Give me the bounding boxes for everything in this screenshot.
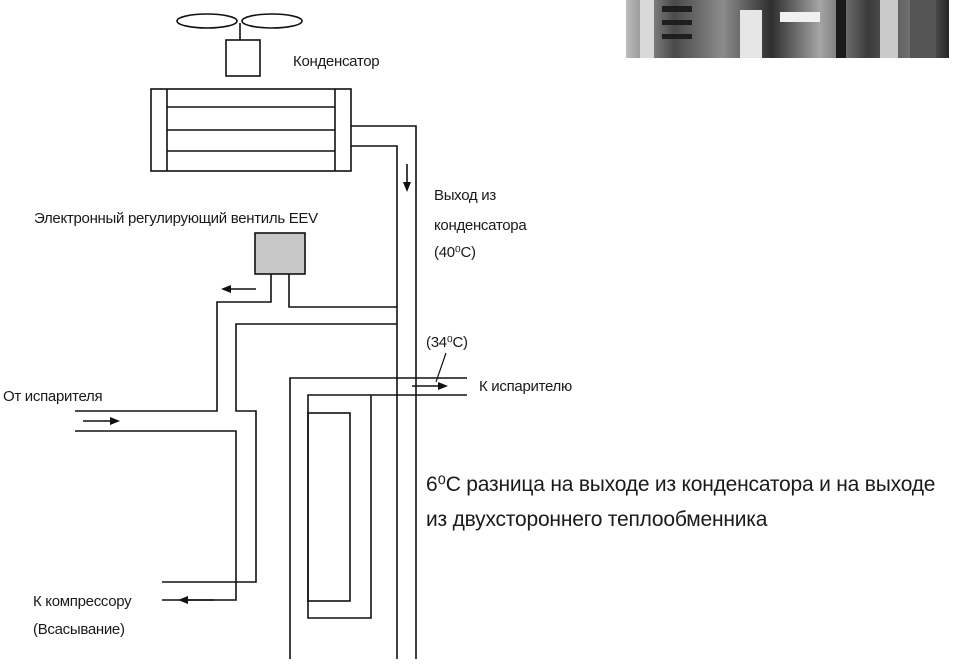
he-outlet-temp: (34⁰C) bbox=[426, 334, 468, 351]
eev-bypass-pipe bbox=[75, 274, 397, 600]
to-compressor-label-2: (Всасывание) bbox=[33, 621, 125, 638]
flow-arrow-left-to-compressor bbox=[178, 596, 214, 604]
note-line-1: 6⁰С разница на выходе из конденсатора и … bbox=[426, 473, 935, 496]
condenser-outlet-label-1: Выход из bbox=[434, 187, 496, 204]
condenser-outlet-temp: (40⁰C) bbox=[434, 244, 476, 261]
equipment-photo bbox=[626, 0, 949, 58]
flow-arrow-down bbox=[403, 164, 411, 192]
note-line-2: из двухстороннего теплообменника bbox=[426, 508, 768, 531]
from-evaporator-label: От испарителя bbox=[3, 388, 102, 405]
condenser-outlet-pipe bbox=[351, 126, 416, 659]
eev-valve-icon bbox=[255, 233, 305, 274]
flow-arrow-right-from-evaporator bbox=[83, 417, 120, 425]
condenser-outlet-label-2: конденсатора bbox=[434, 217, 527, 234]
condenser-coil bbox=[151, 89, 351, 171]
eev-label: Электронный регулирующий вентиль EEV bbox=[34, 210, 318, 227]
flow-arrow-right-to-evaporator bbox=[412, 382, 448, 390]
condenser-label: Конденсатор bbox=[293, 53, 379, 70]
to-compressor-label-1: К компрессору bbox=[33, 593, 132, 610]
to-evaporator-label: К испарителю bbox=[479, 378, 572, 395]
condenser-fan-icon bbox=[177, 14, 302, 40]
fan-motor-box bbox=[226, 40, 260, 76]
flow-arrow-left-eev bbox=[221, 285, 256, 293]
